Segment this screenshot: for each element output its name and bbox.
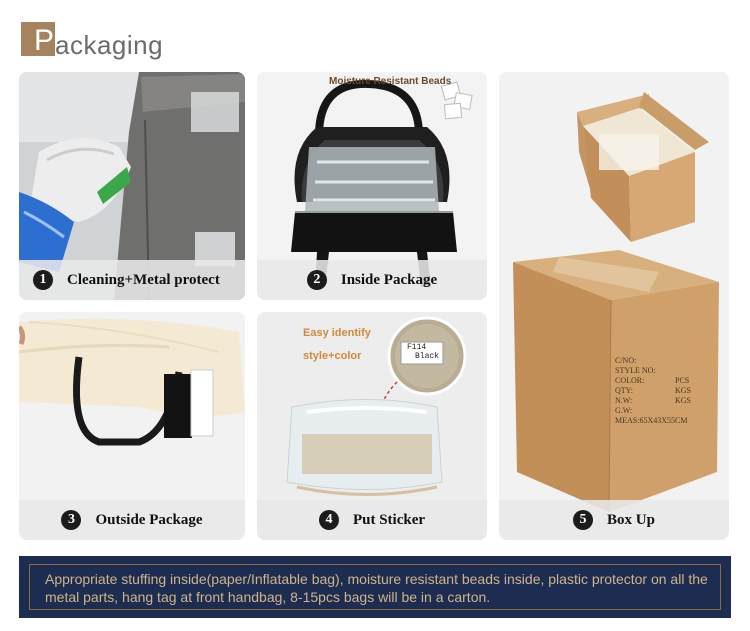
carton-unit-kgs-1: KGS xyxy=(675,386,692,395)
panel-inside: Moisture Resistant Beads 2 Inside Packag… xyxy=(257,72,487,300)
panel-outside-label: 3 Outside Package xyxy=(19,500,245,540)
header-title: ackaging xyxy=(55,30,164,60)
panel-sticker-label: 4 Put Sticker xyxy=(257,500,487,540)
step-number-2: 2 xyxy=(306,270,327,290)
packaging-description-text: Appropriate stuffing inside(paper/Inflat… xyxy=(45,571,708,605)
sticker-text-line1: F114 xyxy=(407,343,427,352)
panel-outside: 3 Outside Package xyxy=(19,312,245,540)
carton-text-nw: N.W: xyxy=(615,396,633,405)
panel-inside-label: 2 Inside Package xyxy=(257,260,487,300)
carton-text-color: COLOR: xyxy=(615,376,645,385)
carton-text-gw: G.W: xyxy=(615,406,633,415)
sticker-text-line2: Black xyxy=(415,352,440,361)
header-letter-box xyxy=(21,22,55,56)
step-number-1: 1 xyxy=(33,270,53,290)
step-number-4: 4 xyxy=(318,510,339,530)
carton-text-style: STYLE NO: xyxy=(615,366,656,375)
step-label-4: Put Sticker xyxy=(352,511,426,528)
step-label-5: Box Up xyxy=(607,511,655,528)
carton-text-qty: QTY: xyxy=(615,386,633,395)
carton-unit-pcs: PCS xyxy=(675,376,690,385)
moisture-beads-caption: Moisture Resistant Beads xyxy=(329,76,452,87)
step-label-2: Inside Package xyxy=(340,271,438,288)
step-number-3: 3 xyxy=(61,510,82,530)
banner-border xyxy=(29,564,721,610)
panel-boxup-label: 5 Box Up xyxy=(499,500,729,540)
panel-cleaning: 1 Cleaning+Metal protect xyxy=(19,72,245,300)
packaging-description-banner: Appropriate stuffing inside(paper/Inflat… xyxy=(19,556,731,618)
carton-unit-kgs-2: KGS xyxy=(675,396,692,405)
step-label-1: Cleaning+Metal protect xyxy=(67,271,220,288)
panel-sticker: Easy identify style+color F114 Black 4 P… xyxy=(257,312,487,540)
carton-text-cno: C/NO: xyxy=(615,356,637,365)
header-first-letter: P xyxy=(34,24,55,57)
step-number-5: 5 xyxy=(573,510,594,530)
panel-boxup: C/NO: STYLE NO: COLOR: QTY: N.W: G.W: ME… xyxy=(499,72,729,540)
panel-cleaning-label: 1 Cleaning+Metal protect xyxy=(19,260,245,300)
step-label-3: Outside Package xyxy=(95,511,203,528)
box-up-photo xyxy=(499,72,729,540)
easy-identify-caption-line1: Easy identify xyxy=(303,327,371,339)
easy-identify-caption-line2: style+color xyxy=(303,350,362,362)
carton-text-meas: MEAS:65X43X55CM xyxy=(615,416,688,425)
